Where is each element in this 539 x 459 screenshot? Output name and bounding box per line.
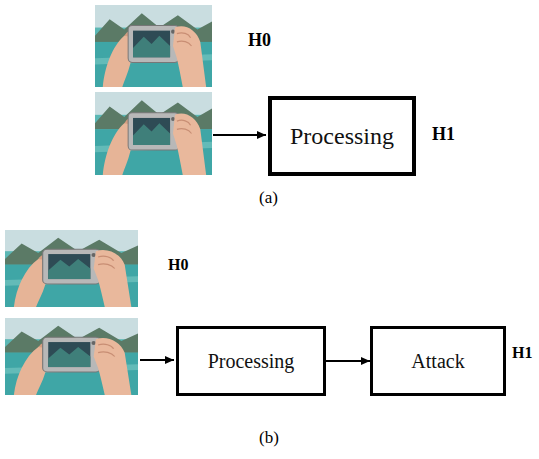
- hypothesis-label: H1: [432, 124, 455, 145]
- box-text: Processing: [208, 350, 295, 373]
- panel-label: (b): [259, 428, 279, 448]
- process-box: Attack: [370, 326, 506, 396]
- hypothesis-label: H0: [168, 256, 188, 274]
- process-box: Processing: [268, 96, 416, 176]
- photo: [95, 92, 212, 175]
- box-text: Attack: [411, 350, 464, 373]
- box-text: Processing: [290, 123, 394, 150]
- hypothesis-label: H0: [248, 30, 271, 51]
- photo: [5, 318, 138, 395]
- process-box: Processing: [176, 326, 326, 396]
- input-arrow: [140, 359, 174, 361]
- hypothesis-label: H1: [512, 344, 532, 362]
- photo: [5, 230, 138, 307]
- input-arrow: [213, 134, 266, 136]
- panel-label: (a): [259, 188, 278, 208]
- flow-arrow: [326, 360, 370, 362]
- photo: [95, 5, 212, 87]
